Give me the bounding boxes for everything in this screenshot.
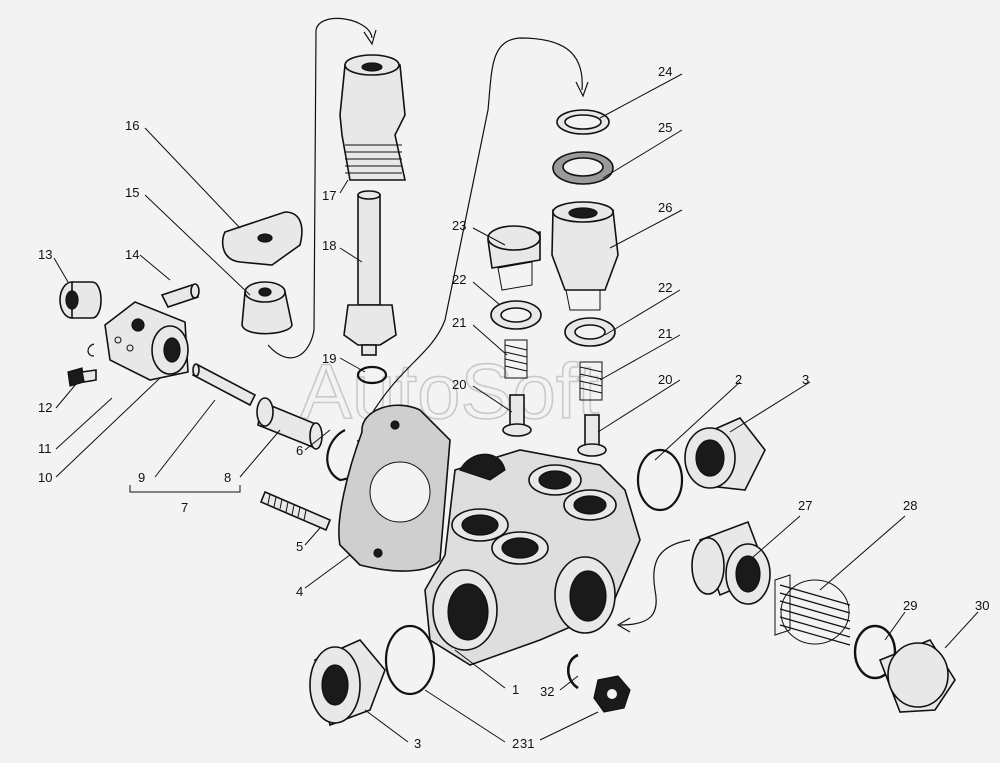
flow-arrow-top-right-head <box>575 81 589 98</box>
part-8-sleeve <box>256 397 323 450</box>
part-20-pin-left <box>502 394 532 437</box>
part-11-clip <box>87 343 95 357</box>
label-4: 4 <box>296 584 303 599</box>
label-1: 1 <box>512 682 519 697</box>
part-31-nut <box>593 675 631 713</box>
label-6: 6 <box>296 443 303 458</box>
label-7: 7 <box>181 500 188 515</box>
label-5: 5 <box>296 539 303 554</box>
part-23-plug <box>487 225 541 291</box>
label-22-left: 22 <box>452 272 466 287</box>
part-13-cap <box>59 281 102 319</box>
flow-arrow-top-left-head <box>363 29 377 46</box>
label-2-bottom: 2 <box>512 736 519 751</box>
part-4-gasket <box>338 404 451 572</box>
leader-lines <box>53 73 979 743</box>
label-32: 32 <box>540 684 554 699</box>
watermark: AutoSoft <box>300 347 600 435</box>
part-3-fitting-bottom <box>309 639 386 727</box>
label-8: 8 <box>224 470 231 485</box>
label-11: 11 <box>38 441 52 456</box>
label-22-right: 22 <box>658 280 672 295</box>
part-21-spring-right <box>579 361 603 401</box>
part-9-rod <box>191 363 257 407</box>
part-30-plug <box>878 639 956 713</box>
part-1-housing <box>424 449 641 666</box>
label-19: 19 <box>322 351 336 366</box>
part-25-washer-hole <box>562 157 604 177</box>
label-21-right: 21 <box>658 326 672 341</box>
label-14: 14 <box>125 247 139 262</box>
flow-arrow-top-left <box>267 17 373 359</box>
flow-arrow-bottom-right-head <box>616 617 631 633</box>
label-2-right: 2 <box>735 372 742 387</box>
part-15-bushing <box>241 281 293 335</box>
part-24-washer-hole <box>564 114 602 130</box>
part-22-ring-right-hole <box>574 324 606 340</box>
label-29: 29 <box>903 598 917 613</box>
label-20-left: 20 <box>452 377 466 392</box>
part-18-stem <box>343 190 397 356</box>
label-10: 10 <box>38 470 52 485</box>
part-17-fitting <box>339 54 406 181</box>
label-31: 31 <box>520 736 534 751</box>
label-23: 23 <box>452 218 466 233</box>
label-12: 12 <box>38 400 52 415</box>
label-21-left: 21 <box>452 315 466 330</box>
part-26-valve-body <box>551 201 619 311</box>
flow-arrow-bottom-right <box>619 539 691 626</box>
part-21-spring-left <box>504 339 528 379</box>
part-28-spring <box>774 574 851 646</box>
label-18: 18 <box>322 238 336 253</box>
label-13: 13 <box>38 247 52 262</box>
part-22-ring-left-hole <box>500 307 532 323</box>
part-16-plate <box>221 211 303 266</box>
part-3-fitting-right <box>684 417 766 491</box>
label-3-right: 3 <box>802 372 809 387</box>
part-2-ring-right <box>636 448 684 512</box>
part-12-screw <box>67 367 97 387</box>
label-30: 30 <box>975 598 989 613</box>
part-2-ring-bottom <box>384 624 436 696</box>
label-28: 28 <box>903 498 917 513</box>
part-29-washer <box>853 624 897 680</box>
part-14-pin <box>160 283 200 308</box>
part-27-sleeve <box>691 520 771 605</box>
label-24: 24 <box>658 64 672 79</box>
label-15: 15 <box>125 185 139 200</box>
part-20-pin-right <box>577 414 607 457</box>
label-9: 9 <box>138 470 145 485</box>
flow-arrow-top-right <box>367 37 583 421</box>
label-20-right: 20 <box>658 372 672 387</box>
label-3-bottom: 3 <box>414 736 421 751</box>
part-10-lever <box>104 301 189 381</box>
label-25: 25 <box>658 120 672 135</box>
label-17: 17 <box>322 188 336 203</box>
label-26: 26 <box>658 200 672 215</box>
part-19-ring <box>356 365 388 385</box>
label-16: 16 <box>125 118 139 133</box>
part-32-lock-washer <box>566 653 579 690</box>
label-27: 27 <box>798 498 812 513</box>
part-5-stud <box>259 490 332 532</box>
